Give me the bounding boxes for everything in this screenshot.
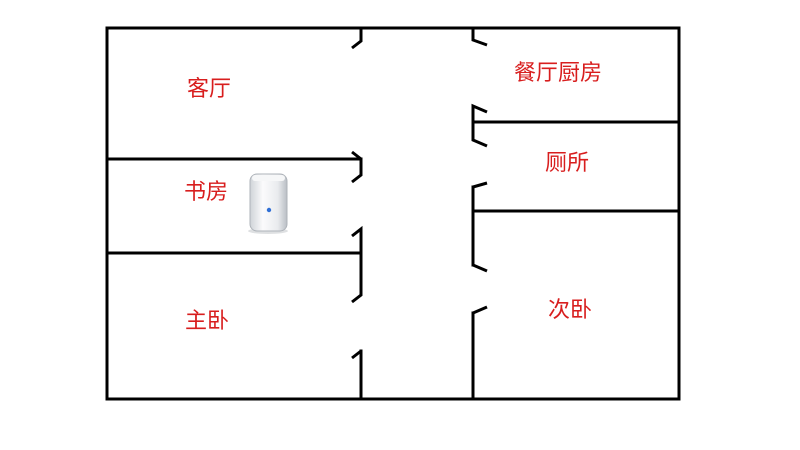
router-led bbox=[266, 207, 272, 213]
door-master-top bbox=[351, 253, 363, 304]
doors bbox=[351, 28, 488, 360]
door-second-top bbox=[472, 263, 488, 273]
router-body bbox=[249, 173, 288, 232]
room-label-bathroom: 厕所 bbox=[545, 151, 589, 176]
room-label-master-bedroom: 主卧 bbox=[185, 309, 229, 334]
door-dining-bottom bbox=[471, 103, 488, 122]
wifi-router-icon bbox=[248, 173, 288, 234]
walls bbox=[105, 26, 681, 401]
door-living-bottom bbox=[351, 150, 362, 161]
room-label-second-bedroom: 次卧 bbox=[548, 298, 592, 323]
room-label-study: 书房 bbox=[184, 180, 228, 205]
room-label-living: 客厅 bbox=[187, 77, 231, 102]
room-labels: 客厅 餐厅厨房 书房 厕所 主卧 次卧 bbox=[184, 61, 602, 334]
door-bath-top bbox=[471, 122, 488, 148]
door-master-bottom bbox=[351, 349, 362, 360]
door-bath-bottom bbox=[472, 181, 488, 189]
door-living-top bbox=[351, 28, 363, 50]
door-dining-top bbox=[471, 28, 488, 47]
door-second-bottom bbox=[472, 305, 488, 315]
door-study-bottom bbox=[351, 225, 363, 253]
router-top-cap bbox=[252, 175, 285, 181]
room-label-dining-kitchen: 餐厅厨房 bbox=[514, 61, 602, 86]
door-study-top bbox=[351, 159, 363, 184]
